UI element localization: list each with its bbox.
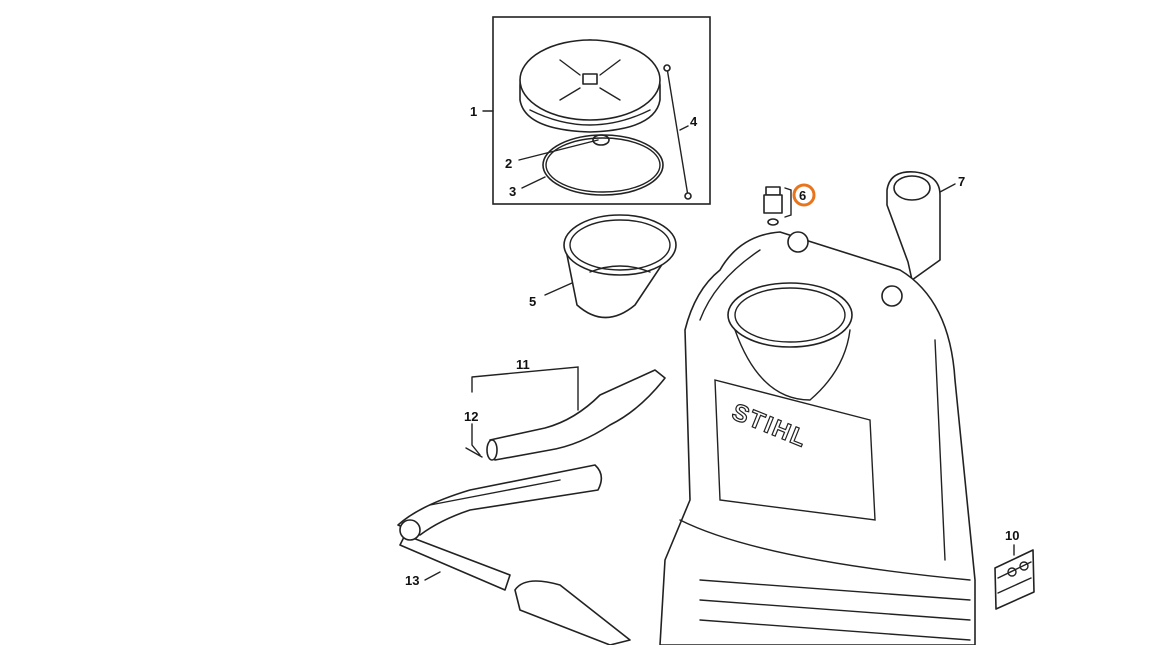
callout-7[interactable]: 7 xyxy=(958,174,965,189)
callout-3[interactable]: 3 xyxy=(509,184,516,199)
callout-11[interactable]: 11 xyxy=(516,357,530,372)
callout-12[interactable]: 12 xyxy=(464,409,478,424)
callout-6[interactable]: 6 xyxy=(799,188,806,203)
tank-body: STIHL xyxy=(659,231,976,645)
callout-13[interactable]: 13 xyxy=(405,573,419,588)
o-ring xyxy=(542,134,664,196)
callout-4[interactable]: 4 xyxy=(690,114,698,129)
callout-5[interactable]: 5 xyxy=(529,294,536,309)
warning-label-sticker xyxy=(994,544,1035,610)
callout-2[interactable]: 2 xyxy=(505,156,512,171)
lance-holder xyxy=(886,171,956,281)
callout-6-highlight-ring[interactable] xyxy=(792,183,816,207)
strainer-basket xyxy=(544,214,677,319)
pump-lever xyxy=(397,464,631,645)
fitting-part xyxy=(763,186,792,226)
retaining-strap xyxy=(666,67,689,197)
cap-assembly-inset xyxy=(482,16,711,205)
callout-10[interactable]: 10 xyxy=(1005,528,1019,543)
spray-lance xyxy=(465,366,666,461)
callout-1[interactable]: 1 xyxy=(470,104,477,119)
